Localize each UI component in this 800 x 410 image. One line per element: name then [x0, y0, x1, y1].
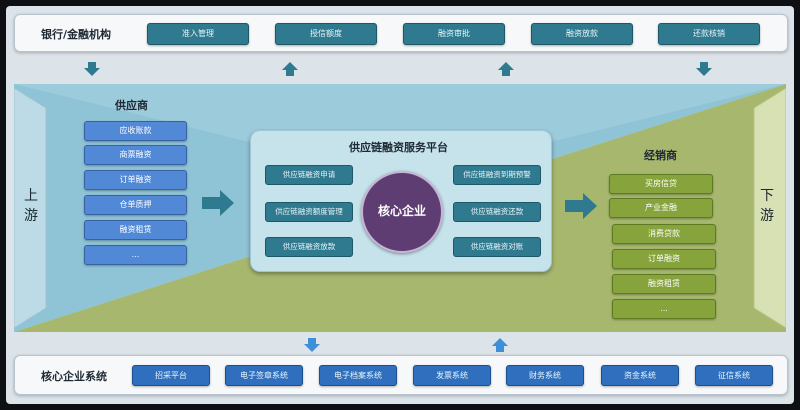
- down-arrow-icon: [304, 338, 320, 352]
- dealer-item: 融资租赁: [612, 274, 716, 294]
- up-arrow-icon: [282, 62, 298, 76]
- bank-item-repayment: 还款核销: [658, 23, 760, 45]
- core-enterprise-label: 核心企业: [377, 204, 426, 218]
- supplier-item: 订单融资: [84, 170, 187, 190]
- platform-item-limit: 供应链融资额度管理: [265, 202, 353, 222]
- supplier-item: ...: [84, 245, 187, 265]
- platform-item-reconcile: 供应链融资对账: [453, 237, 541, 257]
- upstream-label: 上 游: [22, 186, 40, 226]
- supplier-item: 融资租赁: [84, 220, 187, 240]
- right-arrow-icon: [565, 193, 597, 219]
- dealer-item: 消费贷款: [612, 224, 716, 244]
- system-item-procurement: 招采平台: [132, 365, 210, 386]
- core-system-band: 核心企业系统 招采平台 电子签章系统 电子档案系统 发票系统 财务系统 资金系统…: [14, 355, 788, 395]
- system-item-e-archive: 电子档案系统: [319, 365, 397, 386]
- down-arrow-icon: [84, 62, 100, 76]
- system-item-credit-reporting: 征信系统: [695, 365, 773, 386]
- dealer-item: ...: [612, 299, 716, 319]
- right-arrow-icon: [202, 190, 234, 216]
- up-arrow-icon: [498, 62, 514, 76]
- dealer-item: 买房信贷: [609, 174, 713, 194]
- main-diagram: 上 游 下 游 供应商 应收账款 商票融资 订单融资 仓单质押 融资租赁 ...…: [14, 84, 786, 332]
- supplier-item: 应收账款: [84, 121, 187, 141]
- downstream-label: 下 游: [758, 186, 776, 226]
- down-arrow-icon: [696, 62, 712, 76]
- supplier-item: 商票融资: [84, 145, 187, 165]
- platform-item-apply: 供应链融资申请: [265, 165, 353, 185]
- platform-title: 供应链融资服务平台: [349, 141, 448, 154]
- dealer-item: 订单融资: [612, 249, 716, 269]
- platform-item-expiry-alert: 供应链融资到期预警: [453, 165, 541, 185]
- platform-item-repay: 供应链融资还款: [453, 202, 541, 222]
- bank-item-credit-limit: 授信额度: [275, 23, 377, 45]
- supplier-item: 仓单质押: [84, 195, 187, 215]
- bank-band-title: 银行/金融机构: [41, 28, 112, 41]
- system-item-invoice: 发票系统: [413, 365, 491, 386]
- dealer-item: 产业金融: [609, 198, 713, 218]
- core-enterprise-circle: 核心企业: [361, 171, 443, 253]
- system-item-funds: 资金系统: [601, 365, 679, 386]
- bank-item-disbursement: 融资放款: [531, 23, 633, 45]
- service-platform: 供应链融资服务平台 供应链融资申请 供应链融资额度管理 供应链融资放款 供应链融…: [250, 130, 552, 272]
- bank-band: 银行/金融机构 准入管理 授信额度 融资审批 融资放款 还款核销: [14, 14, 788, 52]
- up-arrow-icon: [492, 338, 508, 352]
- system-item-e-signature: 电子签章系统: [225, 365, 303, 386]
- bank-item-admission: 准入管理: [147, 23, 249, 45]
- system-item-finance: 财务系统: [506, 365, 584, 386]
- upstream-label-text: 上 游: [24, 188, 38, 224]
- platform-item-disburse: 供应链融资放款: [265, 237, 353, 257]
- dealer-title: 经销商: [644, 149, 677, 162]
- core-system-title: 核心企业系统: [41, 370, 107, 383]
- bank-item-approval: 融资审批: [403, 23, 505, 45]
- supplier-title: 供应商: [115, 99, 148, 112]
- downstream-label-text: 下 游: [760, 188, 774, 224]
